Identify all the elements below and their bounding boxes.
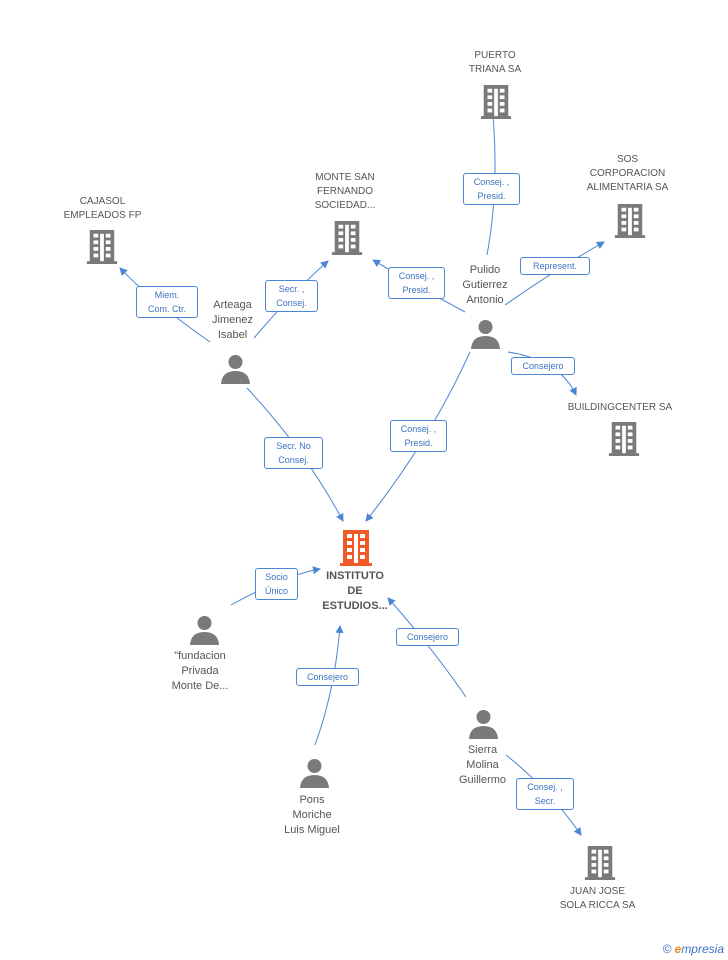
edge-label-sierra-center[interactable]: Consejero — [396, 628, 459, 646]
person-arteaga-label[interactable]: Arteaga Jimenez Isabel — [212, 299, 253, 341]
edge-label-arteaga-monte[interactable]: Secr. , Consej. — [265, 280, 318, 312]
person-pulido-icon[interactable] — [471, 319, 500, 349]
company-puerto-building-icon[interactable] — [480, 85, 512, 119]
edge-label-arteaga-cajasol[interactable]: Miem. Com. Ctr. — [136, 286, 198, 318]
company-puerto-label[interactable]: PUERTO TRIANA SA — [468, 50, 522, 75]
person-pons-icon[interactable] — [300, 758, 329, 788]
center-building-icon[interactable] — [340, 530, 372, 566]
edge-label-fundacion-center[interactable]: Socio Único — [255, 568, 298, 600]
person-fundacion-icon[interactable] — [190, 615, 219, 645]
company-monte-label[interactable]: MONTE SAN FERNANDO SOCIEDAD... — [314, 172, 376, 211]
brand-name: mpresia — [681, 942, 724, 956]
company-monte-building-icon[interactable] — [331, 221, 363, 255]
company-cajasol-building-icon[interactable] — [86, 230, 118, 264]
edge-label-pons-center[interactable]: Consejero — [296, 668, 359, 686]
person-arteaga-icon[interactable] — [221, 354, 250, 384]
person-pons-label[interactable]: Pons Moriche Luis Miguel — [284, 794, 340, 836]
edge-label-pulido-center[interactable]: Consej. , Presid. — [390, 420, 447, 452]
company-juan-label[interactable]: JUAN JOSE SOLA RICCA SA — [559, 886, 636, 911]
edge-sierra-center — [387, 597, 467, 698]
company-cajasol-label[interactable]: CAJASOL EMPLEADOS FP — [63, 196, 142, 221]
company-sos-label[interactable]: SOS CORPORACION ALIMENTARIA SA — [586, 154, 669, 193]
center-label[interactable]: INSTITUTO DE ESTUDIOS... — [322, 570, 388, 612]
company-juan-building-icon[interactable] — [584, 846, 616, 880]
edge-pons-center — [314, 625, 344, 746]
edge-label-pulido-monte[interactable]: Consej. , Presid. — [388, 267, 445, 299]
person-sierra-icon[interactable] — [469, 709, 498, 739]
edge-label-sierra-juan[interactable]: Consej. , Secr. — [516, 778, 574, 810]
company-buildingcenter-building-icon[interactable] — [608, 422, 640, 456]
edge-label-pulido-puerto[interactable]: Consej. , Presid. — [463, 173, 520, 205]
person-pulido-label[interactable]: Pulido Gutierrez Antonio — [462, 264, 508, 306]
brand-initial: e — [674, 942, 682, 956]
edge-label-pulido-building[interactable]: Consejero — [511, 357, 575, 375]
edge-label-arteaga-center[interactable]: Secr. No Consej. — [264, 437, 323, 469]
company-sos-building-icon[interactable] — [614, 204, 646, 238]
person-sierra-label[interactable]: Sierra Molina Guillermo — [458, 744, 507, 786]
edge-label-pulido-sos[interactable]: Represent. — [520, 257, 590, 275]
person-fundacion-label[interactable]: "fundacion Privada Monte De... — [171, 650, 229, 692]
brand-logo[interactable]: ©empresia — [663, 942, 724, 956]
company-buildingcenter-label[interactable]: BUILDINGCENTER SA — [567, 402, 673, 413]
copyright-symbol: © — [662, 942, 672, 956]
